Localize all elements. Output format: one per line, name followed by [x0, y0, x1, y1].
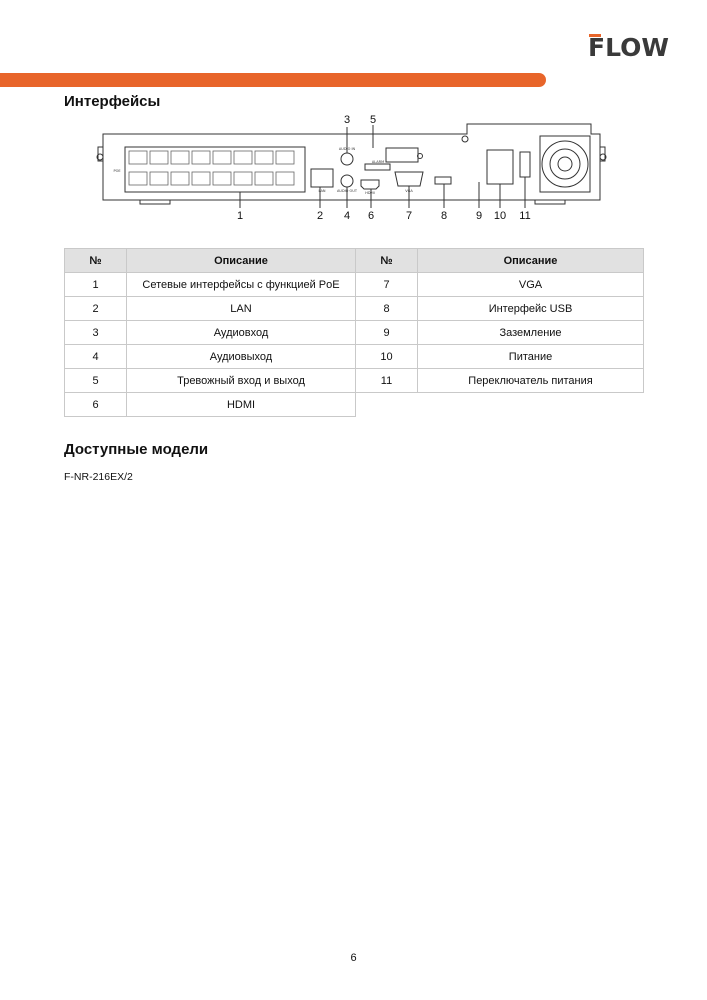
model-name: F-NR-216EX/2	[64, 471, 133, 483]
left-ear	[97, 146, 104, 162]
callout-8: 8	[441, 210, 447, 222]
callout-11: 11	[519, 210, 530, 222]
cell-number: 8	[355, 296, 418, 321]
cell-description: Питание	[417, 344, 644, 369]
cell-description: Тревожный вход и выход	[126, 368, 356, 393]
table-row: 6 HDMI	[64, 392, 644, 417]
cell-description: LAN	[126, 296, 356, 321]
label-lan: LAN	[318, 189, 325, 193]
audio-out-jack	[340, 174, 354, 188]
callout-1: 1	[237, 210, 243, 222]
header-description-1: Описание	[126, 248, 356, 273]
right-ear	[599, 146, 606, 162]
audio-in-jack	[340, 152, 354, 166]
cell-number: 2	[64, 296, 127, 321]
fan-grille-frame	[539, 135, 591, 193]
logo-text: FLOW	[588, 33, 669, 61]
flow-logo: FLOW	[588, 33, 669, 61]
cell-number: 1	[64, 272, 127, 297]
table-row: 4 Аудиовыход 10 Питание	[64, 344, 644, 369]
callout-4: 4	[344, 210, 350, 222]
cell-description: VGA	[417, 272, 644, 297]
power-socket	[486, 149, 514, 185]
cell-description: Переключатель питания	[417, 368, 644, 393]
cell-number: 7	[355, 272, 418, 297]
callout-2: 2	[317, 210, 323, 222]
cell-description: Аудиовыход	[126, 344, 356, 369]
cell-description: HDMI	[126, 392, 356, 417]
interfaces-table: № Описание № Описание 1 Сетевые интерфей…	[64, 248, 644, 417]
chassis-outline	[102, 123, 601, 201]
header-accent-band	[0, 73, 546, 87]
cell-number: 10	[355, 344, 418, 369]
left-foot	[139, 199, 171, 205]
nvr-rear-panel-diagram: POE LAN AUDIO IN AUDIO OUT HDMI VGA ALAR…	[96, 114, 607, 222]
cell-number: 3	[64, 320, 127, 345]
hdmi-port	[360, 179, 380, 190]
alarm-terminal	[385, 147, 419, 163]
fan-grille	[541, 140, 589, 188]
label-audio-out: AUDIO OUT	[337, 189, 358, 193]
lan-port	[310, 168, 334, 188]
cell-number: 5	[64, 368, 127, 393]
cell-description: Сетевые интерфейсы с функцией PoE	[126, 272, 356, 297]
poe-port-block	[124, 146, 306, 193]
callout-9: 9	[476, 210, 482, 222]
section-title-models: Доступные модели	[64, 441, 209, 458]
table-row: 3 Аудиовход 9 Заземление	[64, 320, 644, 345]
alarm-terminal-lower	[364, 163, 391, 171]
header-description-2: Описание	[417, 248, 644, 273]
callout-5: 5	[370, 114, 376, 126]
cell-description: Аудиовход	[126, 320, 356, 345]
cell-number: 4	[64, 344, 127, 369]
callout-7: 7	[406, 210, 412, 222]
power-switch	[519, 151, 531, 178]
cell-number: 6	[64, 392, 127, 417]
label-alarm: ALARM	[372, 160, 384, 164]
section-title-interfaces: Интерфейсы	[64, 93, 161, 110]
cell-empty	[356, 393, 418, 417]
logo-accent-mark	[589, 34, 601, 37]
right-foot	[534, 199, 566, 205]
callout-6: 6	[368, 210, 374, 222]
callout-3: 3	[344, 114, 350, 126]
table-row: 2 LAN 8 Интерфейс USB	[64, 296, 644, 321]
cell-description: Интерфейс USB	[417, 296, 644, 321]
page-number: 6	[350, 952, 357, 964]
table-row: 1 Сетевые интерфейсы с функцией PoE 7 VG…	[64, 272, 644, 297]
label-poe: POE	[113, 169, 120, 173]
table-row: 5 Тревожный вход и выход 11 Переключател…	[64, 368, 644, 393]
table-header-row: № Описание № Описание	[64, 248, 644, 273]
poe-ports	[128, 150, 295, 186]
header-number-1: №	[64, 248, 127, 273]
label-hdmi: HDMI	[365, 191, 374, 195]
callout-10: 10	[494, 210, 506, 222]
cell-description: Заземление	[417, 320, 644, 345]
vga-port	[394, 171, 424, 187]
label-audio-in: AUDIO IN	[339, 147, 356, 151]
cell-empty	[418, 393, 644, 417]
label-vga: VGA	[405, 189, 413, 193]
cell-number: 9	[355, 320, 418, 345]
header-number-2: №	[355, 248, 418, 273]
usb-port	[434, 176, 452, 185]
cell-number: 11	[355, 368, 418, 393]
